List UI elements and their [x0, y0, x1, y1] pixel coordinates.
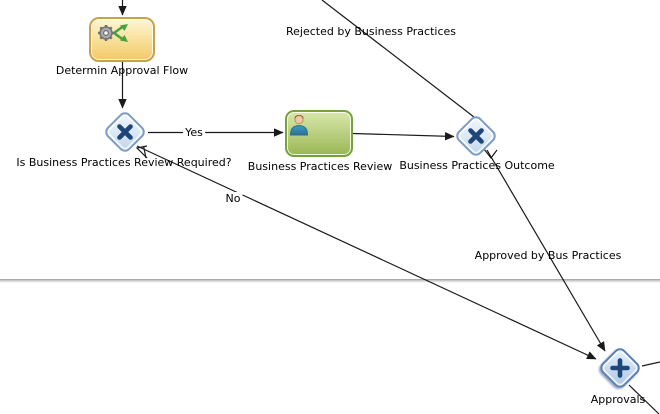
task-business-practices-review-label: Business Practices Review [247, 160, 393, 173]
edge-approvals-southeast[interactable] [628, 384, 660, 414]
edge-label-no: No [223, 192, 243, 205]
task-determine-approval-flow[interactable] [89, 17, 155, 62]
edge-approved-flow[interactable] [483, 148, 606, 352]
exclusive-gateway-x-icon [468, 128, 484, 144]
edge-label-rejected: Rejected by Business Practices [285, 25, 457, 38]
user-task-person-icon [289, 115, 309, 136]
edge-no-flow[interactable] [135, 145, 597, 360]
edge-rejected-flow[interactable] [321, 0, 475, 118]
conditional-flow-tick [142, 145, 147, 159]
service-task-icon [98, 24, 128, 42]
gateway-approvals-label: Approvals [590, 393, 646, 406]
conditional-flow-marker [483, 148, 498, 159]
edge-review-to-outcome[interactable] [352, 132, 455, 141]
edge-label-approved: Approved by Bus Practices [474, 249, 622, 262]
lane-divider[interactable] [0, 279, 660, 283]
edge-approvals-east[interactable] [641, 361, 660, 367]
parallel-gateway-plus-icon [610, 358, 630, 378]
gateway-is-review-required-label: Is Business Practices Review Required? [16, 156, 232, 169]
edge-label-yes: Yes [183, 126, 205, 139]
gateway-business-practices-outcome-label: Business Practices Outcome [399, 159, 555, 172]
task-determine-approval-flow-label: Determin Approval Flow [55, 64, 189, 77]
exclusive-gateway-x-icon [117, 124, 133, 140]
